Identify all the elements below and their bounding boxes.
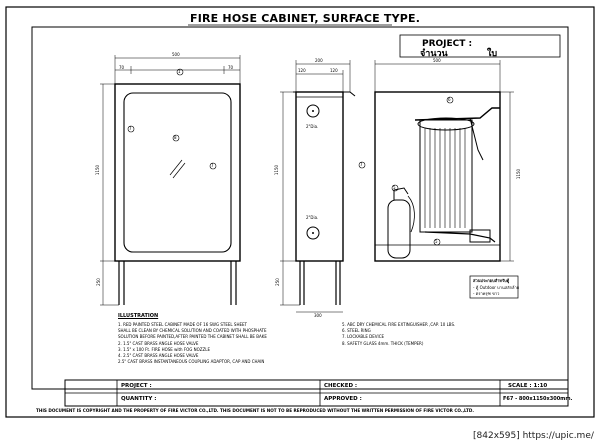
- front-leg-dim: 250: [95, 278, 101, 286]
- tb-project-label: PROJECT :: [121, 383, 152, 389]
- callout-3: 8: [174, 135, 177, 140]
- inside-height-dim: 1150: [516, 168, 522, 180]
- callout-2: 7: [129, 126, 132, 131]
- front-door-glass: [123, 92, 232, 253]
- illustration-item: 2.5" CAST BRASS INSTANTANEOUS COUPLING A…: [118, 359, 265, 364]
- tb-quantity-label: QUANTITY :: [121, 396, 157, 402]
- unit-thai-label: ใบ: [487, 49, 498, 59]
- illustration-item: 3. 1.5" x 100 Ft. FIRE HOSE with FOG NOZ…: [118, 347, 211, 352]
- callout-8: 5: [393, 185, 396, 190]
- front-height-dim: 1150: [95, 164, 101, 176]
- callout-5: 7: [360, 162, 363, 167]
- side-top-a-dim: 120: [298, 68, 306, 73]
- accessory-note-line2: - ตู้ Outdoor บานสลักล้าย: [473, 285, 520, 290]
- fire-extinguisher: [387, 199, 411, 259]
- side-top-b-dim: 120: [330, 68, 338, 73]
- front-left-dim: 70: [119, 65, 125, 70]
- drawing-title: FIRE HOSE CABINET, SURFACE TYPE.: [190, 12, 421, 25]
- project-header-label: PROJECT :: [422, 39, 473, 49]
- front-right-dim: 70: [228, 65, 234, 70]
- side-cabinet-body: [295, 91, 344, 262]
- callout-4: 7: [211, 163, 214, 168]
- project-header-box: [399, 34, 561, 58]
- illustration-item: 2. 1.5" CAST BRASS ANGLE HOSE VALVE: [118, 341, 199, 346]
- front-width-dim: 500: [172, 52, 180, 57]
- illustration-item: 1. RED PAINTED STEEL CABINET MADE OF 16 …: [118, 322, 247, 327]
- copyright-footer: THIS DOCUMENT IS COPYRIGHT AND THE PROPE…: [36, 408, 474, 413]
- illustration-item: 4. 2.5" CAST BRASS ANGLE HOSE VALVE: [118, 353, 199, 358]
- drawing-frame: [31, 26, 569, 390]
- side-pipe-top-label: 2"Dia.: [306, 124, 319, 129]
- outer-border: [5, 6, 595, 418]
- inside-cabinet-body: [374, 91, 501, 262]
- tb-approved-label: APPROVED :: [324, 396, 362, 402]
- inside-width-dim: 500: [433, 58, 441, 63]
- side-leg-dim: 250: [274, 278, 280, 286]
- illustration-item: SHALL BE CLEAN BY CHEMICAL SOLUTION AND …: [118, 328, 267, 333]
- side-depth-dim: 200: [315, 58, 323, 63]
- source-watermark: [842x595] https://upic.me/: [473, 431, 594, 441]
- accessory-note-line3: - ตราครุฑ ขาว: [473, 291, 500, 296]
- quantity-thai-label: จำนวน: [420, 49, 448, 59]
- illustration-heading: ILLUSTRATION: [118, 313, 159, 319]
- side-height-dim: 1150: [274, 164, 280, 176]
- tb-scale-label: SCALE : 1:10: [508, 383, 548, 389]
- side-pipe-top: [306, 104, 320, 118]
- callout-6: 6: [448, 97, 451, 102]
- side-bottom-dim: 300: [314, 313, 322, 318]
- side-pipe-bottom-label: 2"Dia.: [306, 215, 319, 220]
- side-pipe-bottom: [306, 226, 320, 240]
- hose-reel: [419, 119, 473, 233]
- illustration-item: 7. LOCKABLE DEVICE: [342, 334, 385, 339]
- tb-model-label: F67 - 800x1150x300mm.: [503, 396, 573, 402]
- callout-1: 1: [178, 69, 181, 74]
- illustration-item: 5. ABC DRY CHEMICAL FIRE EXTINGUISHER ,C…: [342, 322, 456, 327]
- illustration-item: 6. STEEL RING: [342, 328, 371, 333]
- accessory-note-line1: ส่วนประกอบสำหรับตู้: [473, 278, 510, 283]
- front-cabinet-body: [114, 83, 241, 262]
- illustration-item: 8. SAFETY GLASS 4mm. THICK (TEMPER): [342, 341, 424, 346]
- callout-7: 5: [435, 239, 438, 244]
- illustration-item: SOLUTION BEFORE PAINTED,AFTER PAINTED TH…: [118, 334, 267, 339]
- accessory-note-box: [469, 275, 519, 299]
- tb-checked-label: CHECKED :: [324, 383, 358, 389]
